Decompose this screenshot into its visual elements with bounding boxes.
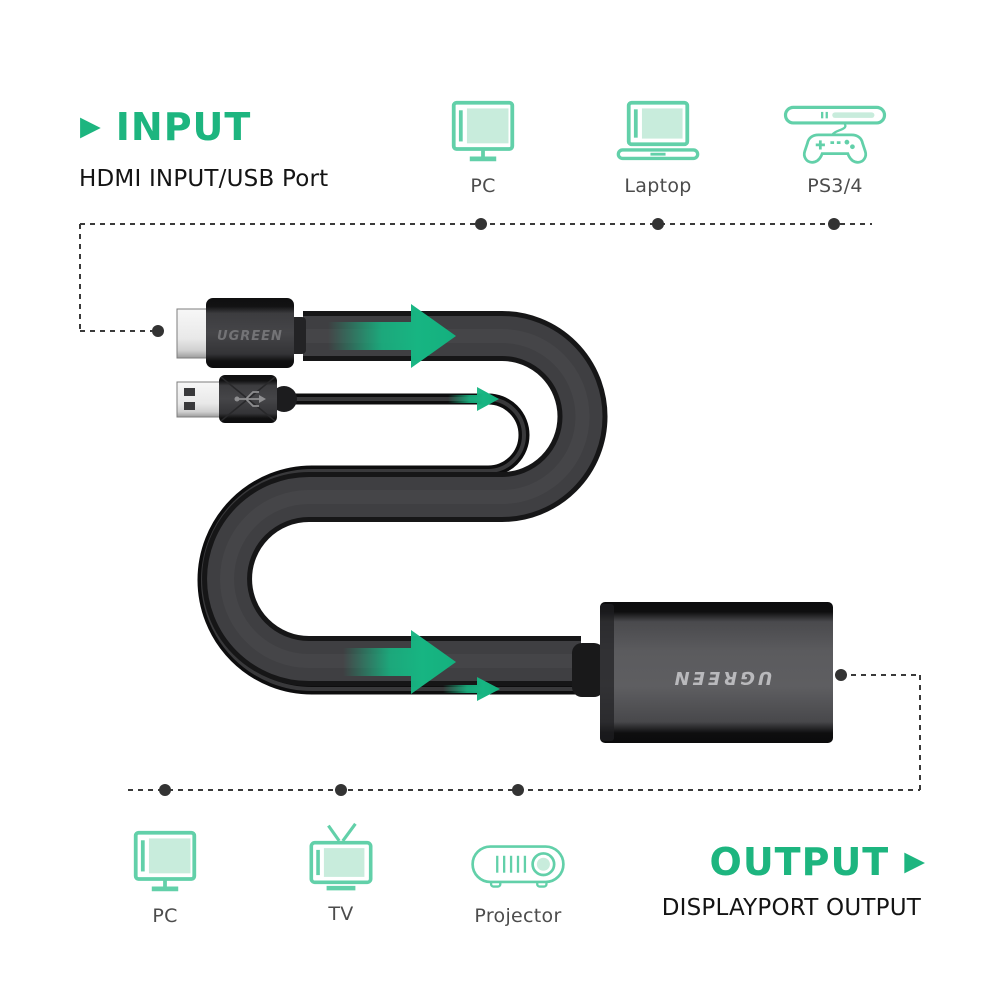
- device-label: TV: [328, 903, 354, 925]
- pc-bottom-dot: [159, 784, 171, 796]
- tv-icon: [309, 822, 373, 891]
- adapter-anchor-dot: [835, 669, 847, 681]
- output-device-projector: Projector: [448, 826, 588, 927]
- adapter-body: [600, 602, 833, 743]
- dashed-connector-lines: [79, 223, 921, 791]
- output-section-header: OUTPUT ▶: [710, 843, 925, 881]
- device-label: PC: [152, 905, 178, 927]
- pc-monitor-icon: [133, 830, 197, 892]
- signal-direction-arrows: [328, 304, 500, 701]
- input-section-header: ▶ INPUT: [80, 108, 251, 146]
- usb-metal-tip: [176, 381, 222, 418]
- hdmi-plug: UGREEN: [176, 298, 306, 368]
- adapter-left-cap: [600, 604, 614, 741]
- output-device-pc: PC: [95, 826, 235, 927]
- connector-dots: [152, 218, 847, 796]
- hdmi-anchor-dot: [152, 325, 164, 337]
- hdmi-brand-text: UGREEN: [217, 329, 283, 344]
- adapter-brand-text: UGREEN: [672, 667, 773, 688]
- device-label: Projector: [474, 905, 562, 927]
- small-arrow-top: [448, 387, 499, 411]
- flat-hdmi-cable: [202, 311, 608, 686]
- hdmi-metal-tip: [176, 308, 210, 359]
- input-device-playstation: PS3/4: [765, 96, 905, 197]
- output-subtitle: DISPLAYPORT OUTPUT: [661, 895, 921, 921]
- displayport-adapter: UGREEN: [572, 602, 833, 743]
- input-title: INPUT: [115, 105, 252, 149]
- usb-plug: [176, 375, 297, 423]
- output-device-tv: TV: [271, 822, 411, 925]
- usb-neck: [271, 386, 297, 412]
- playstation-icon: [783, 105, 887, 164]
- usb-contact-1: [184, 388, 195, 396]
- input-device-laptop: Laptop: [588, 96, 728, 197]
- usb-trident-icon: [234, 391, 266, 407]
- big-arrow-top: [328, 304, 456, 368]
- input-arrow-icon: ▶: [80, 110, 101, 142]
- output-arrow-icon: ▶: [904, 845, 925, 877]
- adapter-strain-relief: [572, 643, 604, 697]
- laptop-dot: [652, 218, 664, 230]
- ps-dot: [828, 218, 840, 230]
- projector-dot: [512, 784, 524, 796]
- device-label: PS3/4: [807, 175, 863, 197]
- output-title: OUTPUT: [709, 840, 890, 884]
- pc-top-dot: [475, 218, 487, 230]
- laptop-icon: [616, 100, 700, 161]
- usb-contact-2: [184, 402, 195, 410]
- tv-dot: [335, 784, 347, 796]
- pc-monitor-icon: [451, 100, 515, 162]
- hdmi-body: [206, 298, 294, 368]
- projector-icon: [471, 845, 565, 888]
- big-arrow-bottom: [343, 630, 456, 694]
- device-label: PC: [470, 175, 496, 197]
- input-device-pc: PC: [413, 96, 553, 197]
- device-label: Laptop: [624, 175, 692, 197]
- input-subtitle: HDMI INPUT/USB Port: [79, 166, 329, 192]
- small-arrow-bottom: [443, 677, 500, 701]
